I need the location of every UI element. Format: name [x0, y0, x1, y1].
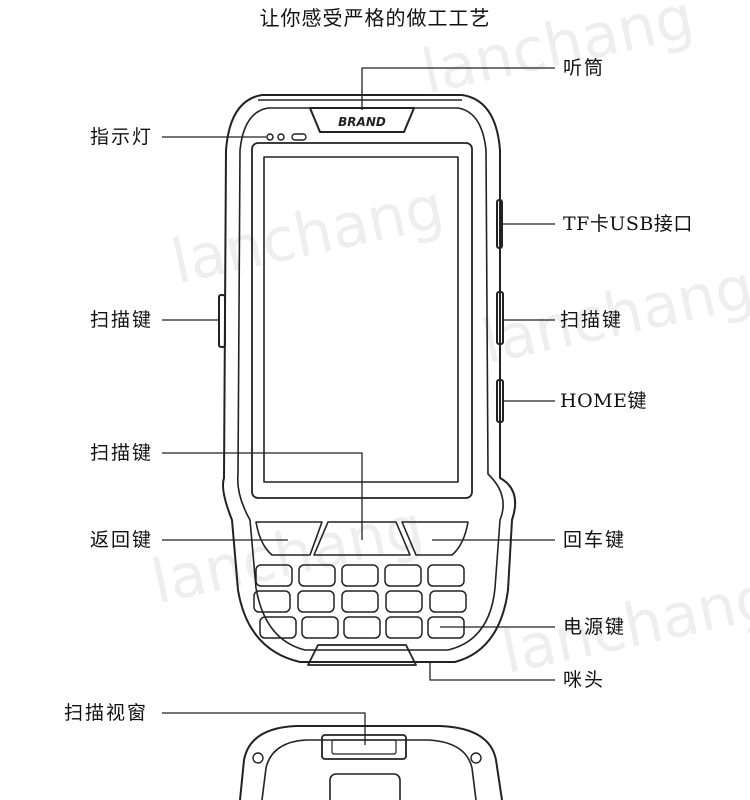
page-title: 让你感受严格的做工工艺: [259, 6, 491, 30]
keypad-key: [427, 564, 465, 587]
right-scan-key-shape: [496, 291, 504, 345]
leader-scan-center: [162, 452, 363, 540]
label-earpiece: 听筒: [563, 57, 606, 79]
earpiece-shape: [309, 107, 415, 133]
keypad-key: [384, 564, 422, 587]
label-enter: 回车键: [563, 529, 627, 551]
keypad-key: [255, 564, 293, 587]
sensor-slot: [291, 133, 307, 141]
keypad-key: [429, 590, 467, 613]
microphone-shape: [307, 644, 417, 666]
label-scan-right: 扫描键: [560, 309, 624, 331]
leader-scan-window: [162, 712, 366, 745]
scan-window-shape: [321, 734, 407, 760]
label-scan-left: 扫描键: [90, 309, 154, 331]
brand-text: BRAND: [338, 115, 386, 129]
keypad-key: [253, 590, 291, 613]
device-inner-bezel: [236, 107, 504, 651]
keypad-key: [259, 616, 297, 639]
keypad-key: [385, 616, 423, 639]
keypad-key: [385, 590, 423, 613]
label-power: 电源键: [563, 616, 627, 638]
back-key-shape: [255, 521, 323, 556]
label-indicator: 指示灯: [90, 126, 154, 148]
left-scan-key-shape: [218, 294, 226, 348]
indicator-light-2: [277, 133, 285, 141]
keypad-key: [341, 564, 379, 587]
back-view-outline: [239, 725, 503, 800]
enter-key-shape: [401, 521, 469, 556]
label-scan-center: 扫描键: [90, 442, 154, 464]
keypad-key: [301, 616, 339, 639]
leader-microphone: [429, 662, 555, 681]
device-outer-shell: [222, 94, 516, 663]
keypad-key: [297, 590, 335, 613]
center-scan-key-shape: [313, 521, 411, 556]
leader-earpiece: [361, 67, 555, 110]
keypad-key: [343, 616, 381, 639]
keypad: [253, 564, 467, 639]
keypad-key: [298, 564, 336, 587]
label-tf-usb: TF卡USB接口: [563, 213, 693, 235]
keypad-key: [341, 590, 379, 613]
screen-frame: [251, 142, 473, 499]
indicator-light-1: [266, 133, 274, 141]
label-home: HOME键: [560, 390, 647, 412]
label-scan-window: 扫描视窗: [64, 702, 149, 724]
label-microphone: 咪头: [563, 669, 606, 691]
screen: [263, 156, 459, 483]
label-back: 返回键: [90, 529, 154, 551]
